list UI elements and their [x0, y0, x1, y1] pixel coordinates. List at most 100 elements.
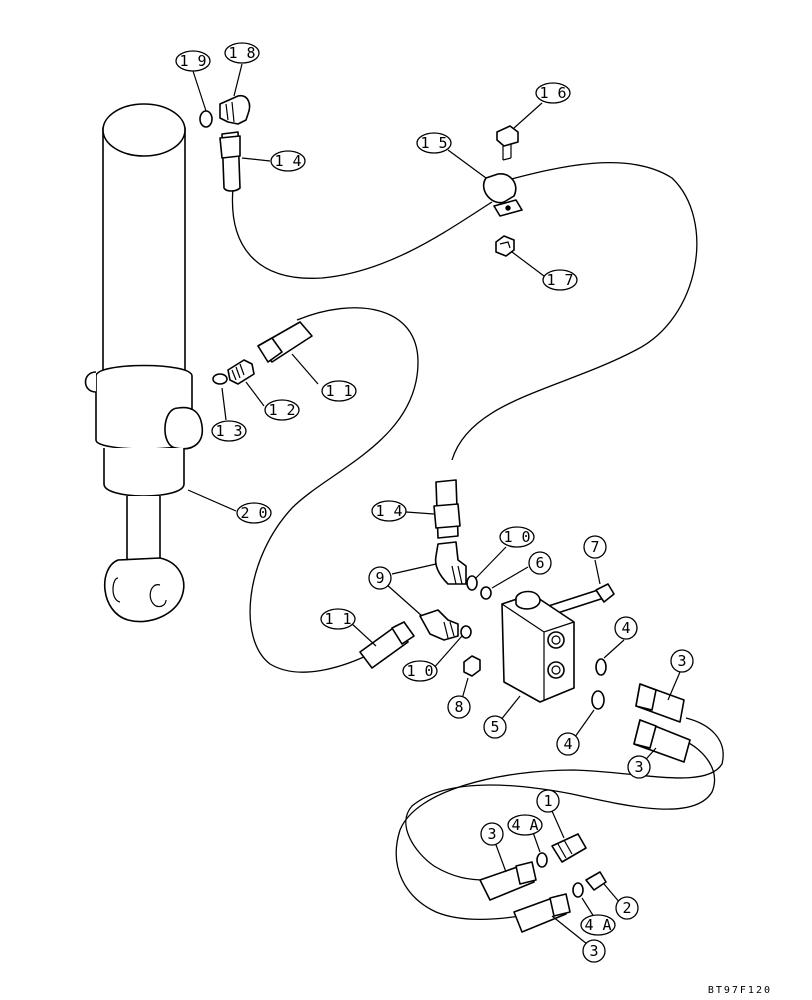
- callout-label: 6: [535, 554, 544, 572]
- leader-11-lower: [349, 621, 377, 647]
- leader-19: [192, 70, 207, 112]
- callout-7: 7: [583, 535, 607, 559]
- callout-label: 4 A: [511, 816, 538, 834]
- leader-6: [491, 566, 529, 589]
- cylinder-eye-pin: [112, 577, 121, 603]
- oring-10-lower: [460, 625, 472, 639]
- adapter-1-threads: [557, 839, 573, 859]
- callout-label: 1 8: [228, 44, 255, 62]
- leader-16: [513, 102, 543, 129]
- hose-lower-left: [395, 717, 724, 920]
- callout-label: 1 4: [274, 152, 301, 170]
- cylinder-collar-left-boss: [84, 371, 97, 393]
- callout-2: 2: [615, 896, 639, 920]
- oring-10-upper: [466, 575, 478, 591]
- callout-label: 3: [487, 825, 496, 843]
- hose-end-3-lower-lower-hex: [549, 893, 571, 917]
- oring-19: [199, 110, 213, 128]
- callout-3: 3: [627, 755, 651, 779]
- callouts: 1 9 1 8 1 4 1 6 1 5 1 7 1 1 1 2: [175, 42, 694, 963]
- callout-4A: 4 A: [507, 814, 543, 836]
- callout-label: 1 2: [268, 401, 295, 419]
- callout-label: 1 4: [375, 502, 402, 520]
- leader-20: [187, 489, 237, 512]
- hose-end-3-upper-hex: [635, 683, 657, 711]
- callout-label: 4: [563, 735, 572, 753]
- hose-end-11-lower-hex: [391, 621, 415, 645]
- cylinder-rod-eye: [104, 557, 185, 623]
- leader-17: [511, 251, 545, 277]
- valve-port-lower: [547, 661, 565, 679]
- elbow-fitting-9-lower: [419, 609, 459, 641]
- oring-13: [212, 373, 228, 385]
- callout-label: 3: [634, 758, 643, 776]
- callout-8: 8: [447, 695, 471, 719]
- hoses: [231, 162, 724, 920]
- hose-end-3-middle-hex: [633, 719, 657, 749]
- hose-middle: [249, 307, 419, 673]
- callout-3: 3: [480, 822, 504, 846]
- callout-4: 4: [556, 732, 580, 756]
- callout-label: 1 0: [406, 662, 433, 680]
- cylinder-eye-hole: [149, 584, 167, 608]
- adapter-2: [585, 871, 607, 891]
- nut-17-bore: [499, 241, 511, 249]
- callout-4: 4: [614, 616, 638, 640]
- valve-assembly: [359, 479, 691, 763]
- upper-fittings: [199, 94, 523, 257]
- cylinder-side-fittings: [212, 321, 313, 385]
- callout-10: 1 0: [499, 526, 535, 548]
- nut-17: [495, 235, 515, 257]
- callout-label: 1 9: [179, 52, 206, 70]
- adapter-12: [227, 359, 255, 385]
- callout-12: 1 2: [264, 399, 300, 421]
- callout-label: 1 1: [324, 610, 351, 628]
- valve-top-boss: [515, 590, 541, 610]
- callout-label: 2: [622, 899, 631, 917]
- callout-3: 3: [670, 649, 694, 673]
- cylinder-lower-body: [103, 448, 185, 497]
- callout-label: 1: [543, 792, 552, 810]
- callout-14: 1 4: [371, 500, 407, 522]
- callout-label: 3: [589, 942, 598, 960]
- elbow-fitting-9-upper: [434, 541, 467, 585]
- callout-3: 3: [582, 939, 606, 963]
- cylinder-top-cap: [102, 103, 186, 157]
- clamp-15: [482, 173, 517, 204]
- callout-label: 7: [590, 538, 599, 556]
- leader-9-upper: [391, 563, 437, 575]
- leader-3-upper: [667, 671, 681, 701]
- leader-12: [245, 381, 265, 407]
- lower-fittings: [479, 833, 607, 933]
- callout-label: 1 1: [325, 382, 352, 400]
- callout-label: 9: [375, 569, 384, 587]
- callout-label: 3: [677, 652, 686, 670]
- hose-end-11-lower: [359, 625, 409, 669]
- leader-7: [594, 559, 601, 585]
- oring-4-upper: [595, 658, 607, 676]
- nut-8: [463, 655, 481, 677]
- callout-15: 1 5: [416, 132, 452, 154]
- leader-13: [221, 387, 227, 421]
- elbow-18-detail: [225, 101, 235, 123]
- hose-end-11-upper-hex: [257, 337, 283, 363]
- hydraulic-cylinder: [84, 103, 204, 623]
- callout-16: 1 6: [535, 82, 571, 104]
- callout-18: 1 8: [224, 42, 260, 64]
- callout-6: 6: [528, 551, 552, 575]
- oring-4A-lower: [572, 882, 584, 898]
- hose-end-14-upper-hex: [219, 135, 241, 159]
- callout-5: 5: [483, 715, 507, 739]
- callout-label: 4 A: [584, 916, 611, 934]
- bolt-16-shank: [502, 144, 512, 161]
- callout-14: 1 4: [270, 150, 306, 172]
- callout-19: 1 9: [175, 50, 211, 72]
- callout-1: 1: [536, 789, 560, 813]
- hose-lower-right: [405, 740, 716, 881]
- hose-end-3-lower-upper-hex: [515, 861, 537, 885]
- valve-port-lower-inner: [551, 665, 561, 675]
- leader-15: [447, 149, 487, 179]
- callout-13: 1 3: [211, 420, 247, 442]
- hose-upper-return: [451, 162, 698, 461]
